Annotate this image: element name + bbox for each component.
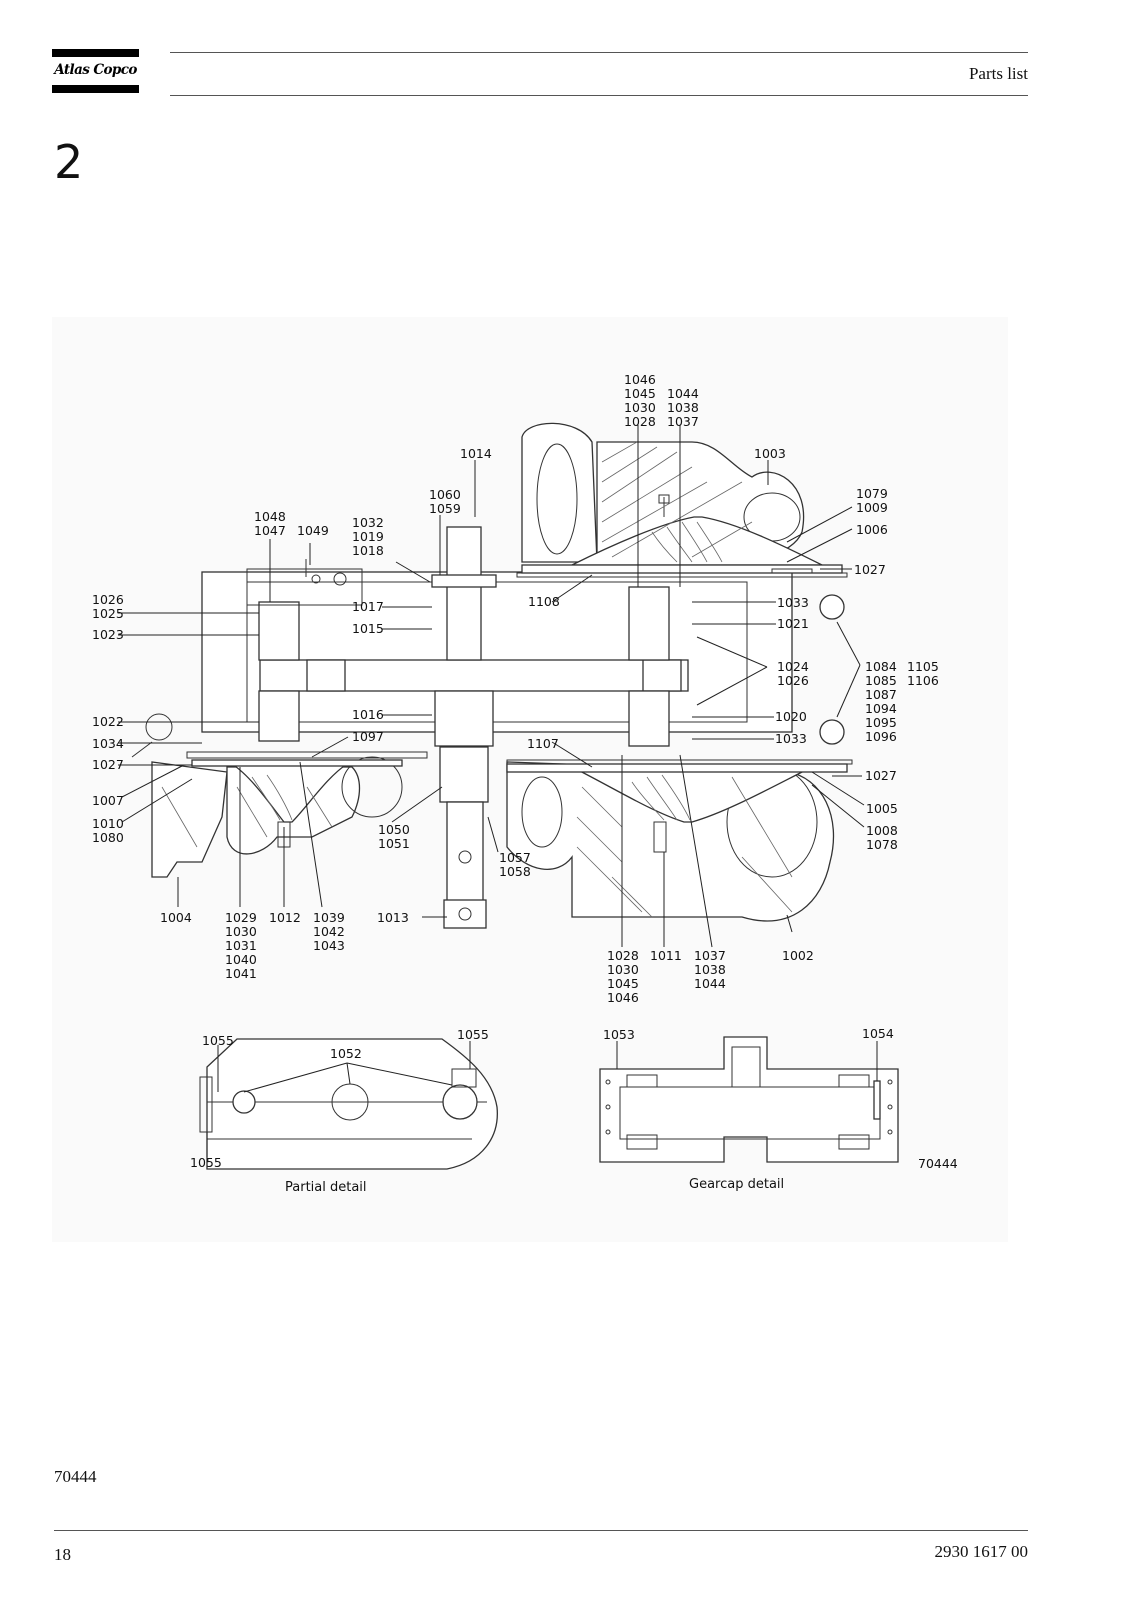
document-number: 2930 1617 00 [934,1542,1029,1561]
compressor-assembly-drawing [131,422,853,929]
partial-detail-drawing [199,1038,498,1170]
header-rule-bottom [170,95,1028,96]
callout-1011: 1011 [650,948,682,963]
callout-1049: 1049 [297,523,329,538]
header-rule-top [170,52,1028,53]
callout-1027-left: 1027 [92,757,124,772]
callout-1020: 1020 [775,709,807,724]
callout-1034: 1034 [92,736,124,751]
callout-1021: 1021 [777,616,809,631]
logo-wordmark: Atlas Copco [54,62,137,78]
callout-1023: 1023 [92,627,124,642]
callout-1017: 1017 [352,599,384,614]
figure-reference: 70444 [54,1467,97,1486]
logo-bar-top [52,49,139,57]
callout-1002: 1002 [782,948,814,963]
callout-1055-bottom: 1055 [190,1155,222,1170]
callout-1107: 1107 [527,736,559,751]
callout-1055-top-left: 1055 [202,1033,234,1048]
callout-1015: 1015 [352,621,384,636]
callout-1005: 1005 [866,801,898,816]
logo-bar-bottom [52,85,139,93]
leader-lines [118,425,878,1157]
callout-1108: 1108 [528,594,560,609]
callout-1022: 1022 [92,714,124,729]
callout-1055-top-right: 1055 [457,1027,489,1042]
callout-1006: 1006 [856,522,888,537]
page-number: 18 [54,1545,71,1564]
callout-1052: 1052 [330,1046,362,1061]
callout-1097: 1097 [352,729,384,744]
callout-1007: 1007 [92,793,124,808]
drawing-number-label: 70444 [918,1156,958,1171]
chapter-number: 2 [54,135,84,189]
callout-1027-top: 1027 [854,562,886,577]
atlas-copco-logo: Atlas Copco [52,49,139,93]
callout-1003: 1003 [754,446,786,461]
section-title: Parts list [968,64,1028,83]
callout-1013: 1013 [377,910,409,925]
callout-1016: 1016 [352,707,384,722]
gearcap-detail-drawing [599,1036,899,1163]
callout-1014: 1014 [460,446,492,461]
callout-1004: 1004 [160,910,192,925]
callout-1012: 1012 [269,910,301,925]
callout-1054: 1054 [862,1026,894,1041]
callout-1053: 1053 [603,1027,635,1042]
callout-1033-top: 1033 [777,595,809,610]
caption-partial-detail: Partial detail [285,1180,367,1195]
callout-1033-bottom: 1033 [775,731,807,746]
caption-gearcap-detail: Gearcap detail [689,1177,784,1192]
callout-1027-right: 1027 [865,768,897,783]
footer-rule [54,1530,1028,1531]
